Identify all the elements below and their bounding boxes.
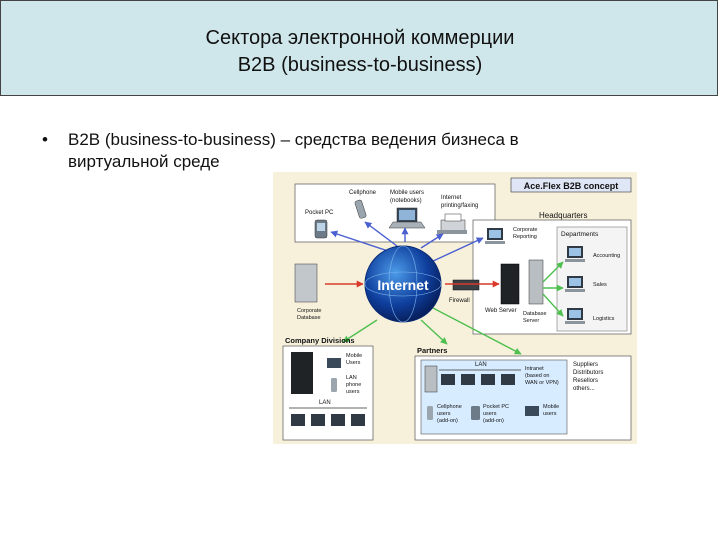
mobile-users-top-label-1: Mobile users [390, 190, 424, 196]
database-server-icon [528, 259, 544, 305]
corporate-database-label-1: Corporate [297, 308, 321, 314]
concept-title: Ace.Flex B2B concept [524, 181, 619, 191]
firewall-icon [452, 279, 480, 291]
pc-sales-icon [565, 276, 585, 292]
pocket-pc-top-label: Pocket PC [305, 210, 334, 216]
division-notebook-icon [327, 358, 341, 368]
mobile-users-top-label-2: (notebooks) [390, 198, 422, 204]
lan-phone-users-label-1: LAN [346, 375, 357, 381]
internet-printing-label-1: Internet [441, 195, 462, 201]
headquarters-label: Headquarters [539, 211, 587, 220]
body-text-line-1: B2B (business-to-business) – средства ве… [68, 130, 519, 149]
cellphone-bottom-label-2: users [437, 411, 451, 417]
intranet-label-2: (based on [525, 373, 549, 379]
internet-printing-label-2: printing/faxing [441, 203, 478, 209]
pocket-pc-bottom-label-2: users [483, 411, 497, 417]
notebook-icon [388, 207, 426, 229]
bullet-marker: • [42, 130, 48, 149]
suppliers-label-4: others... [573, 386, 595, 392]
mobile-users-bottom-label-2: users [543, 411, 557, 417]
accounting-label: Accounting [593, 253, 620, 259]
pc-reporting-icon [485, 228, 505, 244]
lan-division-label: LAN [319, 400, 331, 406]
cellphone-bottom-label-3: (add-on) [437, 418, 458, 424]
mobile-users-div-label-2: Users [346, 360, 361, 366]
b2b-diagram: Ace.Flex B2B concept Cellphone Mobile us… [273, 172, 637, 444]
slide-title-line-2: B2B (business-to-business) [237, 54, 483, 76]
division-pc-icons [291, 414, 365, 426]
slide-title-line-1: Сектора электронной коммерции [205, 27, 515, 49]
partners-label: Partners [417, 346, 447, 355]
intranet-label-1: Intranet [525, 366, 544, 372]
body-text-line-2: виртуальной среде [68, 152, 220, 171]
title-box [0, 0, 718, 96]
partner-pc-icons [441, 374, 515, 385]
suppliers-label-1: Suppliers [573, 362, 598, 368]
lan-phone-users-label-2: phone [346, 382, 361, 388]
cellphone-icon [354, 199, 367, 219]
suppliers-label-2: Distributors [573, 370, 603, 376]
internet-label: Internet [377, 277, 429, 293]
concept-title-box [510, 177, 632, 193]
partners-inner-panel [420, 359, 568, 435]
corporate-reporting-label-1: Corporate [513, 227, 537, 233]
division-phone-icon [331, 378, 337, 392]
company-divisions-label: Company Divisions [285, 336, 355, 345]
division-server-icon [291, 352, 313, 394]
mobile-users-bottom-label-1: Mobile [543, 404, 559, 410]
suppliers-label-3: Resellors [573, 378, 598, 384]
lan-partners-label: LAN [475, 362, 487, 368]
sales-label: Sales [593, 282, 607, 288]
partner-server-icon [424, 365, 438, 393]
pc-accounting-icon [565, 246, 585, 262]
lan-phone-users-label-3: users [346, 389, 360, 395]
database-server-label-1: Database [523, 311, 547, 317]
web-server-icon [500, 263, 520, 305]
firewall-label: Firewall [449, 298, 470, 304]
partner-pocket-pc-icon [471, 406, 480, 420]
connection-arrows [325, 221, 564, 355]
partner-notebook-icon [525, 406, 539, 416]
intranet-label-3: WAN or VPN) [525, 380, 559, 386]
partner-phone-icon [427, 406, 433, 420]
corporate-database-icon [294, 263, 318, 303]
corporate-database-label-2: Database [297, 315, 321, 321]
logistics-label: Logistics [593, 316, 615, 322]
printer-icon [437, 213, 467, 234]
mobile-users-div-label-1: Mobile [346, 353, 362, 359]
cellphone-top-label: Cellphone [349, 190, 377, 196]
web-server-label: Web Server [485, 308, 517, 314]
database-server-label-2: Server [523, 318, 539, 324]
pocket-pc-bottom-label-3: (add-on) [483, 418, 504, 424]
pc-logistics-icon [565, 308, 585, 324]
corporate-reporting-label-2: Reporting [513, 234, 537, 240]
pocket-pc-bottom-label-1: Pocket PC [483, 404, 509, 410]
cellphone-bottom-label-1: Cellphone [437, 404, 462, 410]
departments-label: Departments [561, 231, 599, 238]
